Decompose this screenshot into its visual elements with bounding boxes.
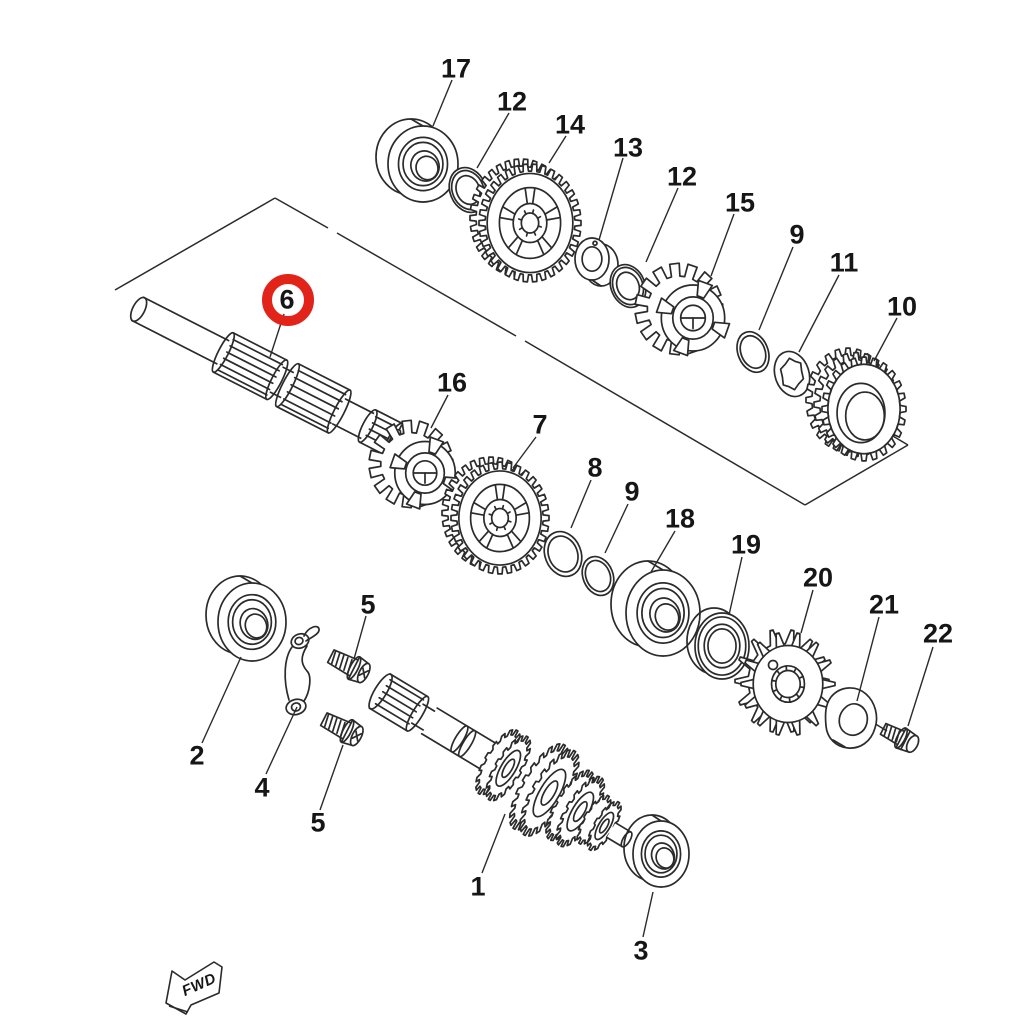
fwd-arrow: FWD — [165, 961, 223, 1015]
callout-10[interactable]: 10 — [887, 292, 917, 322]
callout-4[interactable]: 4 — [254, 773, 269, 803]
part-9-washer-ring — [736, 330, 770, 374]
callout-9[interactable]: 9 — [624, 477, 639, 507]
part-15-dog-gear — [634, 262, 731, 357]
callout-1[interactable]: 1 — [470, 872, 485, 902]
parts-layer — [129, 118, 920, 888]
part-16-dog-gear — [368, 419, 461, 510]
part-21-lock-plate — [824, 687, 878, 749]
part-17-ball-bearing — [375, 118, 459, 203]
part-5-screw — [326, 649, 371, 684]
callout-17[interactable]: 17 — [441, 54, 471, 84]
callout-5[interactable]: 5 — [310, 808, 325, 838]
callout-11[interactable]: 11 — [830, 248, 859, 278]
callout-16[interactable]: 16 — [437, 368, 467, 398]
callout-7[interactable]: 7 — [532, 410, 547, 440]
callout-8[interactable]: 8 — [587, 453, 602, 483]
callout-12[interactable]: 12 — [497, 87, 527, 117]
part-6-drive-axle — [129, 296, 406, 457]
callout-19[interactable]: 19 — [731, 530, 761, 560]
callout-12[interactable]: 12 — [667, 162, 697, 192]
part-3-ball-bearing — [623, 814, 690, 888]
fwd-arrow-shape — [165, 961, 223, 1015]
part-14-wheel-gear — [469, 158, 582, 283]
callout-3[interactable]: 3 — [633, 936, 648, 966]
callout-18[interactable]: 18 — [665, 504, 695, 534]
part-1-main-axle — [368, 673, 633, 852]
callout-13[interactable]: 13 — [613, 133, 643, 163]
part-4-stopper-plate — [284, 625, 320, 716]
part-8-snap-ring — [543, 530, 583, 578]
part-2-ball-bearing — [205, 575, 287, 662]
fwd-arrow-edge — [168, 1005, 189, 1013]
part-19-spacer-ring — [686, 607, 750, 680]
highlight-ring — [262, 274, 314, 326]
callout-6[interactable]: 6 — [279, 285, 294, 315]
callout-14[interactable]: 14 — [555, 110, 585, 140]
part-22-bolt — [879, 722, 920, 754]
part-11-lock-washer — [773, 350, 811, 398]
part-9-washer-ring — [581, 555, 615, 597]
callout-20[interactable]: 20 — [803, 563, 833, 593]
callout-5[interactable]: 5 — [360, 590, 375, 620]
callout-22[interactable]: 22 — [923, 619, 953, 649]
callout-21[interactable]: 21 — [869, 590, 899, 620]
part-5-screw — [319, 712, 364, 747]
part-20-drive-sprocket — [734, 629, 836, 736]
callout-15[interactable]: 15 — [725, 188, 755, 218]
part-7-wheel-gear — [441, 456, 550, 575]
callout-9[interactable]: 9 — [789, 220, 804, 250]
callout-2[interactable]: 2 — [189, 741, 204, 771]
part-10-pinion-gear — [805, 347, 907, 462]
part-13-spacer-bushing — [574, 237, 619, 287]
part-18-ball-bearing — [610, 560, 701, 657]
